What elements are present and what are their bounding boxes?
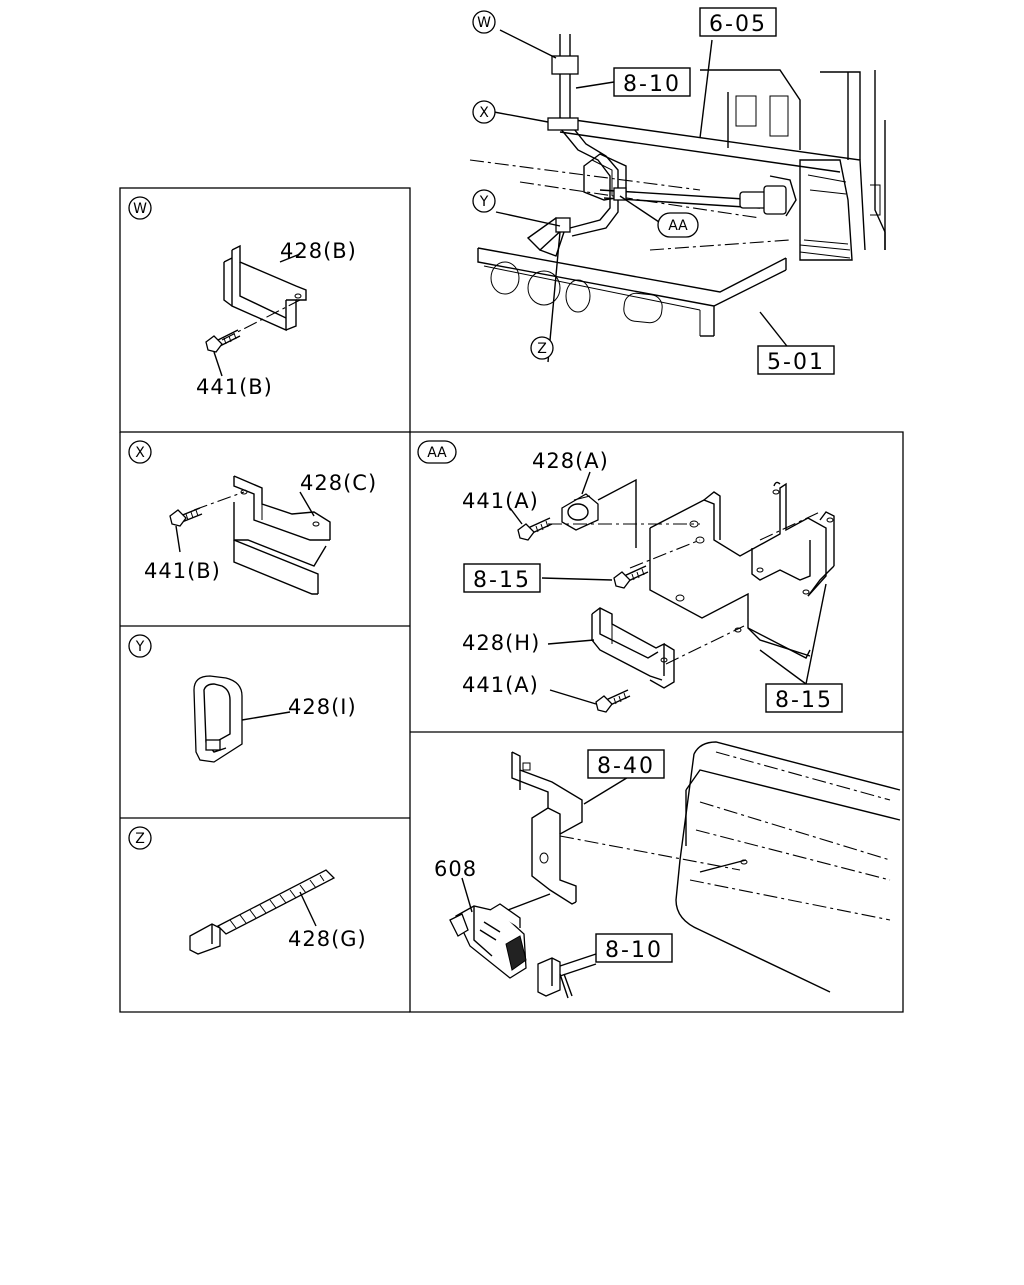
svg-text:Y: Y: [135, 639, 145, 655]
detail-y: Y 428(I): [128, 634, 357, 763]
ref-box-8-15-b: 8-15: [765, 683, 843, 713]
overview-illustration: [469, 29, 886, 363]
svg-text:X: X: [479, 105, 489, 121]
ref-box-8-15-a: 8-15: [463, 563, 541, 593]
svg-text:8-15: 8-15: [775, 688, 833, 713]
callout-aa-overview: AA: [657, 212, 699, 238]
label-428g: 428(G): [288, 927, 367, 951]
svg-text:6-05: 6-05: [709, 12, 767, 37]
label-428a: 428(A): [532, 449, 609, 473]
svg-text:8-10: 8-10: [623, 72, 681, 97]
label-608: 608: [434, 857, 477, 881]
label-428c: 428(C): [300, 471, 377, 495]
svg-text:Z: Z: [537, 341, 547, 357]
label-441a-bottom: 441(A): [462, 673, 539, 697]
svg-text:W: W: [133, 201, 147, 217]
svg-text:W: W: [477, 15, 491, 31]
svg-text:Y: Y: [479, 194, 489, 210]
label-428i: 428(I): [288, 695, 357, 719]
label-428h: 428(H): [462, 631, 540, 655]
svg-text:X: X: [135, 445, 145, 461]
detail-grid: [119, 187, 904, 1013]
detail-sensor: 608: [434, 741, 901, 999]
ref-box-8-40: 8-40: [587, 749, 665, 779]
label-441b-w: 441(B): [196, 375, 273, 399]
detail-z: Z 428(G): [128, 826, 367, 955]
label-441a-top: 441(A): [462, 489, 539, 513]
label-428b: 428(B): [280, 239, 357, 263]
callout-x-overview: X: [472, 100, 496, 124]
svg-text:AA: AA: [668, 218, 688, 234]
callout-y-overview: Y: [472, 189, 496, 213]
svg-text:5-01: 5-01: [767, 350, 825, 375]
callout-z-overview: Z: [530, 336, 554, 360]
svg-text:8-10: 8-10: [605, 938, 663, 963]
detail-aa: AA: [417, 440, 835, 713]
callout-w-overview: W: [472, 10, 496, 34]
svg-text:8-40: 8-40: [597, 754, 655, 779]
ref-box-8-10-top: 8-10: [613, 67, 691, 97]
detail-x: X 428(C) 441(B): [128, 440, 377, 595]
svg-text:Z: Z: [135, 831, 145, 847]
ref-box-6-05: 6-05: [699, 7, 777, 37]
detail-w: W 428(B) 441(B): [128, 196, 357, 399]
svg-text:AA: AA: [427, 445, 447, 461]
ref-box-5-01: 5-01: [757, 345, 835, 375]
ref-box-8-10-bottom: 8-10: [595, 933, 673, 963]
svg-text:8-15: 8-15: [473, 568, 531, 593]
label-441b-x: 441(B): [144, 559, 221, 583]
